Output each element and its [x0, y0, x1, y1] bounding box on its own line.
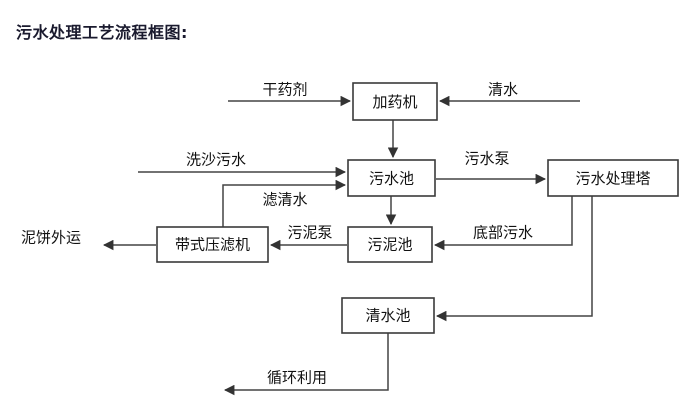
- node-clear-water-pool[interactable]: 清水池: [341, 297, 435, 334]
- edge-clear-water-pool-to-recycle: [223, 333, 389, 396]
- node-sludge-pool-label: 污泥池: [367, 236, 412, 254]
- edge-label-filtered-clear-water: 滤清水: [262, 191, 307, 209]
- node-treatment-tower-label: 污水处理塔: [575, 170, 650, 188]
- node-clear-water-pool-label: 清水池: [365, 307, 410, 325]
- edge-label-clean-water: 清水: [488, 81, 518, 99]
- page-title: 污水处理工艺流程框图:: [16, 23, 188, 42]
- edge-filtered-water-to-sewage-pool: [222, 179, 347, 227]
- node-treatment-tower-box: [547, 159, 679, 197]
- edge-tower-to-clear-water-pool: [435, 196, 593, 322]
- node-sewage-pool[interactable]: 污水池: [347, 159, 436, 197]
- edge-label-sand-wash-sewage: 洗沙污水: [186, 151, 246, 169]
- node-belt-filter-press-box: [156, 226, 269, 263]
- edge-tower-to-sludge-pool: [433, 196, 573, 251]
- node-clear-water-pool-box: [341, 297, 435, 334]
- edge-label-mud-cake-out: 泥饼外运: [21, 229, 81, 247]
- node-dosing-machine[interactable]: 加药机: [352, 82, 438, 121]
- edge-label-sewage-pump: 污水泵: [464, 150, 509, 168]
- node-dosing-machine-box: [352, 82, 438, 121]
- node-dosing-machine-label: 加药机: [372, 93, 417, 111]
- edge-label-dry-chemical: 干药剂: [262, 81, 307, 99]
- node-treatment-tower[interactable]: 污水处理塔: [547, 159, 679, 197]
- node-sludge-pool[interactable]: 污泥池: [347, 226, 433, 263]
- node-belt-filter-press[interactable]: 带式压滤机: [156, 226, 269, 263]
- node-sludge-pool-box: [347, 226, 433, 263]
- node-sewage-pool-box: [347, 159, 436, 197]
- edge-label-sludge-pump: 污泥泵: [287, 224, 332, 242]
- edge-label-recycle-reuse: 循环利用: [267, 369, 327, 387]
- node-belt-filter-press-label: 带式压滤机: [175, 236, 250, 254]
- node-sewage-pool-label: 污水池: [369, 170, 414, 188]
- edge-label-bottom-sewage: 底部污水: [473, 224, 533, 242]
